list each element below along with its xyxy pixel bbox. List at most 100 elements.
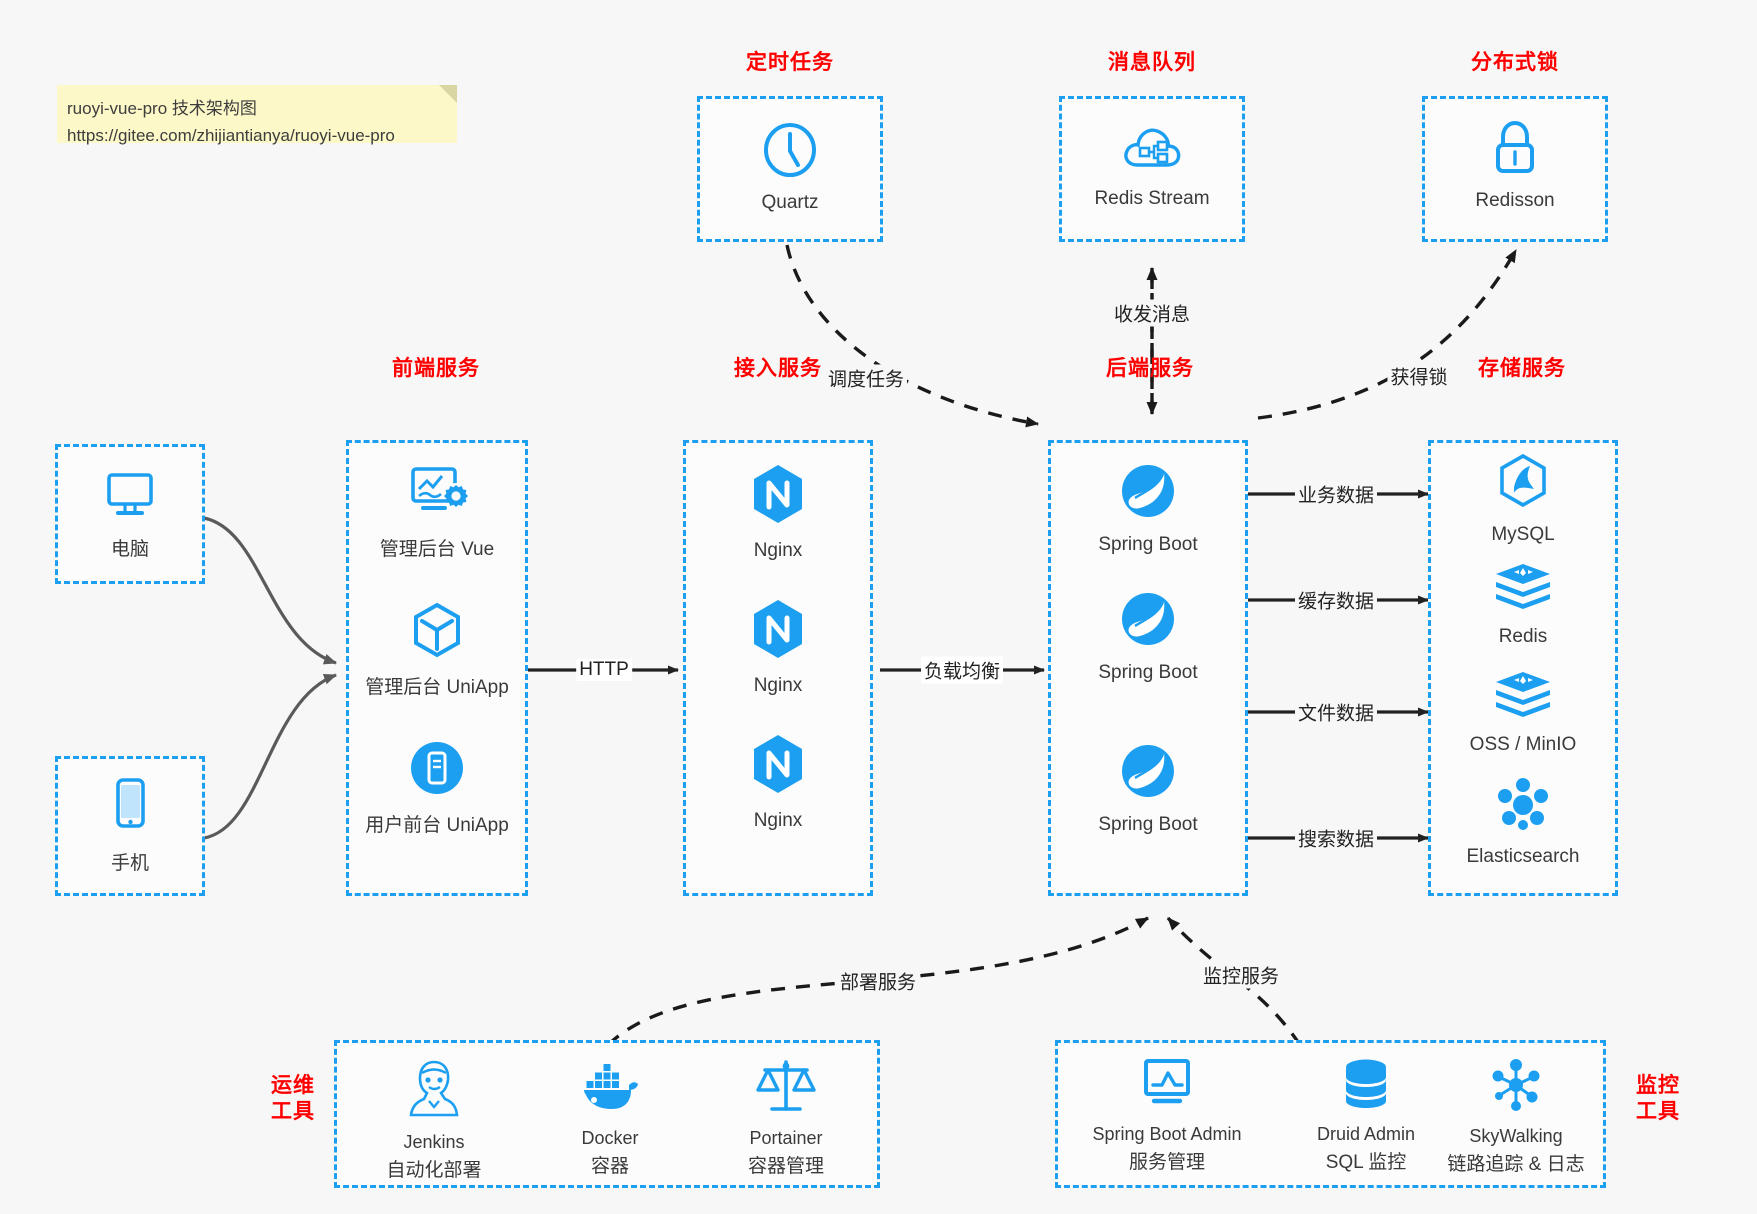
monitor-title-line-1: 监控 [1636,1074,1680,1097]
oss-minio-icon [1492,669,1554,726]
scheduled-task-box: Quartz [697,96,883,242]
monitor-item-sublabel: SQL 监控 [1325,1152,1407,1173]
cube-icon [408,601,466,664]
client-desktop-label: 电脑 [110,539,149,560]
skywalking-icon [1487,1057,1545,1118]
nginx-icon [749,733,807,802]
dashboard-gear-icon [406,463,468,526]
monitor-item-sublabel: 服务管理 [1128,1152,1205,1173]
backend-item-spring-boot-2[interactable]: Spring Boot [1051,589,1245,684]
group-title-backend-service: 后端服务 [1106,357,1194,380]
frontend-service-box: 管理后台 Vue 管理后台 UniApp 用户前台 UniApp [346,440,528,896]
elasticsearch-icon [1494,777,1552,838]
monitor-item-label: Spring Boot Admin [1092,1124,1242,1144]
jenkins-icon [405,1057,463,1124]
devops-item-docker[interactable]: Docker 容器 [525,1061,695,1178]
devops-tools-box: Jenkins 自动化部署 [334,1040,880,1188]
edge-label-http: HTTP [576,659,632,681]
database-icon [1338,1057,1394,1116]
devops-item-sublabel: 自动化部署 [386,1160,482,1181]
note-line-1: ruoyi-vue-pro 技术架构图 [67,99,257,118]
spring-boot-icon [1118,461,1178,526]
nginx-icon [749,598,807,667]
devops-item-jenkins[interactable]: Jenkins 自动化部署 [349,1057,519,1182]
note-dogear-icon [439,85,457,103]
backend-item-spring-boot-1[interactable]: Spring Boot [1051,461,1245,556]
devops-title-line-2: 工具 [271,1100,315,1123]
devops-item-sublabel: 容器管理 [747,1156,824,1177]
client-mobile-box: 手机 [55,756,205,896]
distributed-lock-item[interactable]: Redisson [1425,119,1605,212]
frontend-item-label: 管理后台 UniApp [365,677,509,698]
backend-item-label: Spring Boot [1098,814,1198,835]
monitor-item-label: SkyWalking [1469,1126,1563,1146]
devops-item-portainer[interactable]: Portainer 容器管理 [701,1057,871,1178]
monitor-title-line-2: 工具 [1636,1100,1680,1123]
distributed-lock-box: Redisson [1422,96,1608,242]
devops-item-label: Jenkins [403,1132,465,1152]
backend-item-label: Spring Boot [1098,662,1198,683]
monitor-tools-box: Spring Boot Admin 服务管理 Druid Admin SQL 监… [1055,1040,1606,1188]
frontend-item-admin-uniapp[interactable]: 管理后台 UniApp [349,601,525,699]
scheduled-task-item[interactable]: Quartz [700,121,880,214]
monitor-item-skywalking[interactable]: SkyWalking 链路追踪 & 日志 [1426,1057,1606,1176]
storage-service-box: MySQL Redis OSS [1428,440,1618,896]
storage-item-label: OSS / MinIO [1469,734,1577,755]
access-item-nginx-3[interactable]: Nginx [686,733,870,832]
backend-item-spring-boot-3[interactable]: Spring Boot [1051,741,1245,836]
edge-label-deploy-service: 部署服务 [836,967,920,995]
monitor-item-spring-boot-admin[interactable]: Spring Boot Admin 服务管理 [1064,1057,1270,1174]
mobile-phone-icon [109,777,151,840]
edge-label-load-balance: 负载均衡 [920,656,1004,684]
devops-item-sublabel: 容器 [590,1156,629,1177]
message-queue-box: Redis Stream [1059,96,1245,242]
backend-service-box: Spring Boot Spring Boot Spring Boot [1048,440,1248,896]
mobile-app-icon [408,739,466,802]
storage-item-label: MySQL [1491,524,1555,545]
storage-item-mysql[interactable]: MySQL [1431,453,1615,546]
group-title-devops-tools: 运维 工具 [258,1073,328,1125]
edge-label-schedule-task: 调度任务 [824,364,908,392]
frontend-item-user-uniapp[interactable]: 用户前台 UniApp [349,739,525,837]
devops-item-label: Docker [581,1128,639,1148]
access-service-box: Nginx Nginx Nginx [683,440,873,896]
clock-icon [761,121,819,184]
distributed-lock-label: Redisson [1475,190,1555,211]
client-desktop-item[interactable]: 电脑 [58,469,202,561]
spring-boot-icon [1118,741,1178,806]
edge-label-business-data: 业务数据 [1294,480,1378,508]
docker-icon [579,1061,641,1120]
access-item-label: Nginx [753,810,803,831]
monitor-item-druid-admin[interactable]: Druid Admin SQL 监控 [1276,1057,1456,1174]
access-item-nginx-1[interactable]: Nginx [686,463,870,562]
storage-item-redis[interactable]: Redis [1431,561,1615,648]
access-item-label: Nginx [753,540,803,561]
monitor-item-sublabel: 链路追踪 & 日志 [1447,1154,1585,1175]
portainer-scale-icon [755,1057,817,1120]
nginx-icon [749,463,807,532]
message-queue-label: Redis Stream [1094,188,1210,209]
client-desktop-box: 电脑 [55,444,205,584]
desktop-monitor-icon [101,469,159,526]
storage-item-elasticsearch[interactable]: Elasticsearch [1431,777,1615,868]
diagram-note: ruoyi-vue-pro 技术架构图 https://gitee.com/zh… [57,85,457,145]
access-item-nginx-2[interactable]: Nginx [686,598,870,697]
lock-icon [1487,119,1543,182]
client-mobile-label: 手机 [110,853,149,874]
frontend-item-admin-vue[interactable]: 管理后台 Vue [349,463,525,561]
edge-label-monitor-service: 监控服务 [1199,961,1283,989]
storage-item-oss-minio[interactable]: OSS / MinIO [1431,669,1615,756]
frontend-item-label: 用户前台 UniApp [365,815,509,836]
group-title-access-service: 接入服务 [734,357,822,380]
message-queue-item[interactable]: Redis Stream [1062,121,1242,210]
edge-label-acquire-lock: 获得锁 [1387,362,1451,390]
group-title-message-queue: 消息队列 [1108,51,1196,74]
devops-item-label: Portainer [749,1128,823,1148]
storage-item-label: Elasticsearch [1466,846,1580,867]
client-mobile-item[interactable]: 手机 [58,777,202,875]
edge-label-file-data: 文件数据 [1294,698,1378,726]
group-title-storage-service: 存储服务 [1478,357,1566,380]
access-item-label: Nginx [753,675,803,696]
edge-label-send-receive-message: 收发消息 [1110,299,1194,327]
